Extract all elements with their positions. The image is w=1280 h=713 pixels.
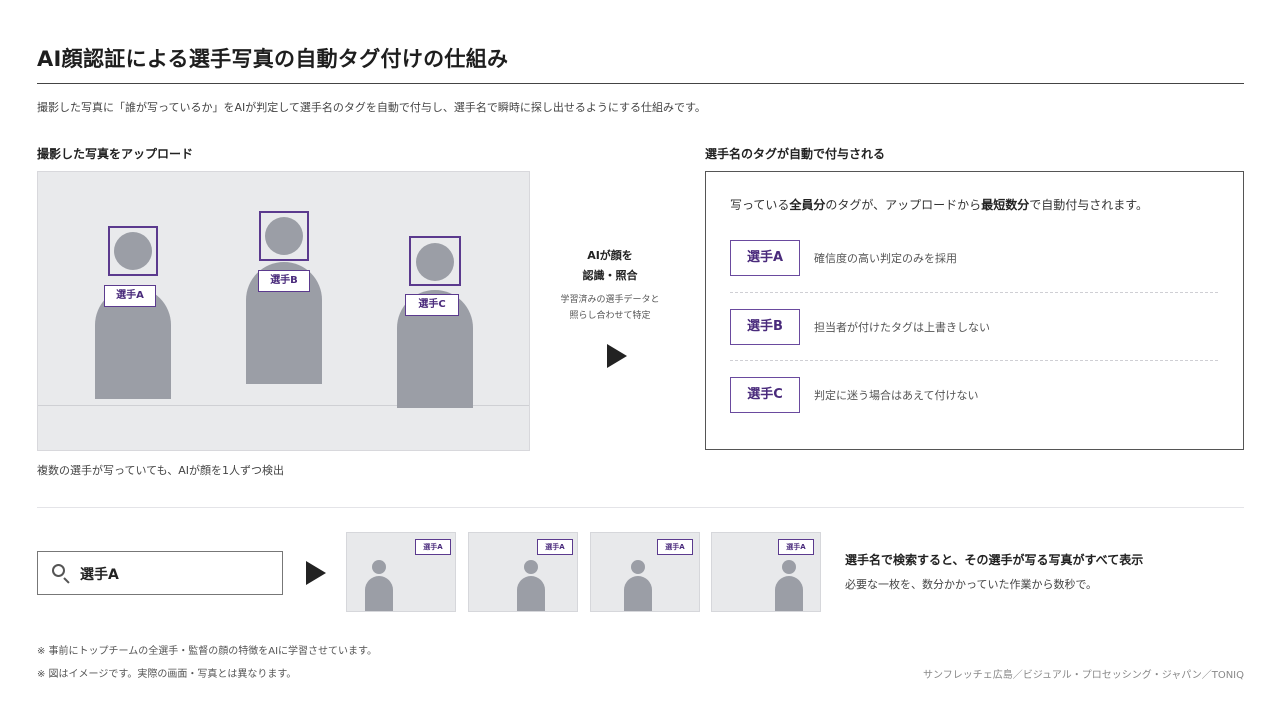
result-tag-a: 選手A bbox=[730, 240, 800, 276]
search-result-heading: 選手名で検索すると、その選手が写る写真がすべて表示 bbox=[845, 553, 1144, 567]
search-result-subtext: 必要な一枚を、数分かかっていた作業から数秒で。 bbox=[845, 578, 1098, 591]
player-a-tag: 選手A bbox=[104, 285, 156, 307]
search-arrow-icon bbox=[306, 561, 326, 585]
result-panel: 写っている全員分のタグが、アップロードから最短数分で自動付与されます。 選手A … bbox=[705, 171, 1244, 450]
face-detection-box-a bbox=[108, 226, 158, 276]
process-title: AIが顔を 認識・照合 bbox=[560, 246, 660, 286]
player-c-head bbox=[416, 243, 454, 281]
result-tag-note-c: 判定に迷う場合はあえて付けない bbox=[814, 389, 979, 402]
result-tag-b: 選手B bbox=[730, 309, 800, 345]
thumbnail-person-body bbox=[517, 576, 545, 611]
process-note-2: 照らし合わせて特定 bbox=[569, 311, 651, 321]
player-b-tag: 選手B bbox=[258, 270, 310, 292]
process-note-1: 学習済みの選手データと bbox=[560, 295, 660, 305]
thumbnail-tag: 選手A bbox=[778, 539, 814, 555]
thumbnail-person-head bbox=[631, 560, 645, 574]
player-a-head bbox=[114, 232, 152, 270]
row-divider bbox=[730, 360, 1218, 361]
result-tag-c: 選手C bbox=[730, 377, 800, 413]
process-note: 学習済みの選手データと 照らし合わせて特定 bbox=[545, 292, 675, 324]
uploaded-photo: 選手A 選手B 選手C bbox=[37, 171, 530, 451]
row-divider bbox=[730, 292, 1218, 293]
section-divider bbox=[37, 507, 1244, 508]
search-icon bbox=[52, 564, 65, 577]
face-detection-box-c bbox=[409, 236, 461, 286]
upload-label: 撮影した写真をアップロード bbox=[37, 147, 194, 161]
result-thumbnail[interactable]: 選手A bbox=[346, 532, 456, 612]
photo-floor-line bbox=[38, 405, 529, 406]
result-label: 選手名のタグが自動で付与される bbox=[705, 147, 886, 161]
thumbnail-tag: 選手A bbox=[657, 539, 693, 555]
page-title: AI顔認証による選手写真の自動タグ付けの仕組み bbox=[37, 47, 509, 71]
process-line-1: AIが顔を bbox=[587, 249, 633, 262]
result-thumbnail[interactable]: 選手A bbox=[711, 532, 821, 612]
credit-line: サンフレッチェ広島／ビジュアル・プロセッシング・ジャパン／TONIQ bbox=[923, 670, 1244, 681]
result-tag-note-b: 担当者が付けたタグは上書きしない bbox=[814, 321, 990, 334]
result-lead: 写っている全員分のタグが、アップロードから最短数分で自動付与されます。 bbox=[730, 198, 1149, 212]
photo-caption: 複数の選手が写っていても、AIが顔を1人ずつ検出 bbox=[37, 464, 285, 477]
face-detection-box-b bbox=[259, 211, 309, 261]
thumbnail-person-head bbox=[372, 560, 386, 574]
footnote: ※ 図はイメージです。実際の画面・写真とは異なります。 bbox=[37, 669, 297, 680]
search-query: 選手A bbox=[80, 567, 119, 583]
title-rule bbox=[37, 83, 1244, 84]
player-b-head bbox=[265, 217, 303, 255]
result-thumbnail[interactable]: 選手A bbox=[468, 532, 578, 612]
thumbnail-person-body bbox=[365, 576, 393, 611]
thumbnail-tag: 選手A bbox=[537, 539, 573, 555]
search-input[interactable]: 選手A bbox=[37, 551, 283, 595]
result-tag-note-a: 確信度の高い判定のみを採用 bbox=[814, 252, 957, 265]
footnote: ※ 事前にトップチームの全選手・監督の顔の特徴をAIに学習させています。 bbox=[37, 646, 378, 657]
thumbnail-person-head bbox=[524, 560, 538, 574]
result-thumbnail[interactable]: 選手A bbox=[590, 532, 700, 612]
thumbnail-tag: 選手A bbox=[415, 539, 451, 555]
process-arrow-icon bbox=[607, 344, 627, 368]
player-c-tag: 選手C bbox=[405, 294, 459, 316]
thumbnail-person-head bbox=[782, 560, 796, 574]
thumbnail-person-body bbox=[775, 576, 803, 611]
thumbnail-person-body bbox=[624, 576, 652, 611]
page-subtitle: 撮影した写真に「誰が写っているか」をAIが判定して選手名のタグを自動で付与し、選… bbox=[37, 101, 706, 114]
process-line-2: 認識・照合 bbox=[582, 269, 638, 282]
